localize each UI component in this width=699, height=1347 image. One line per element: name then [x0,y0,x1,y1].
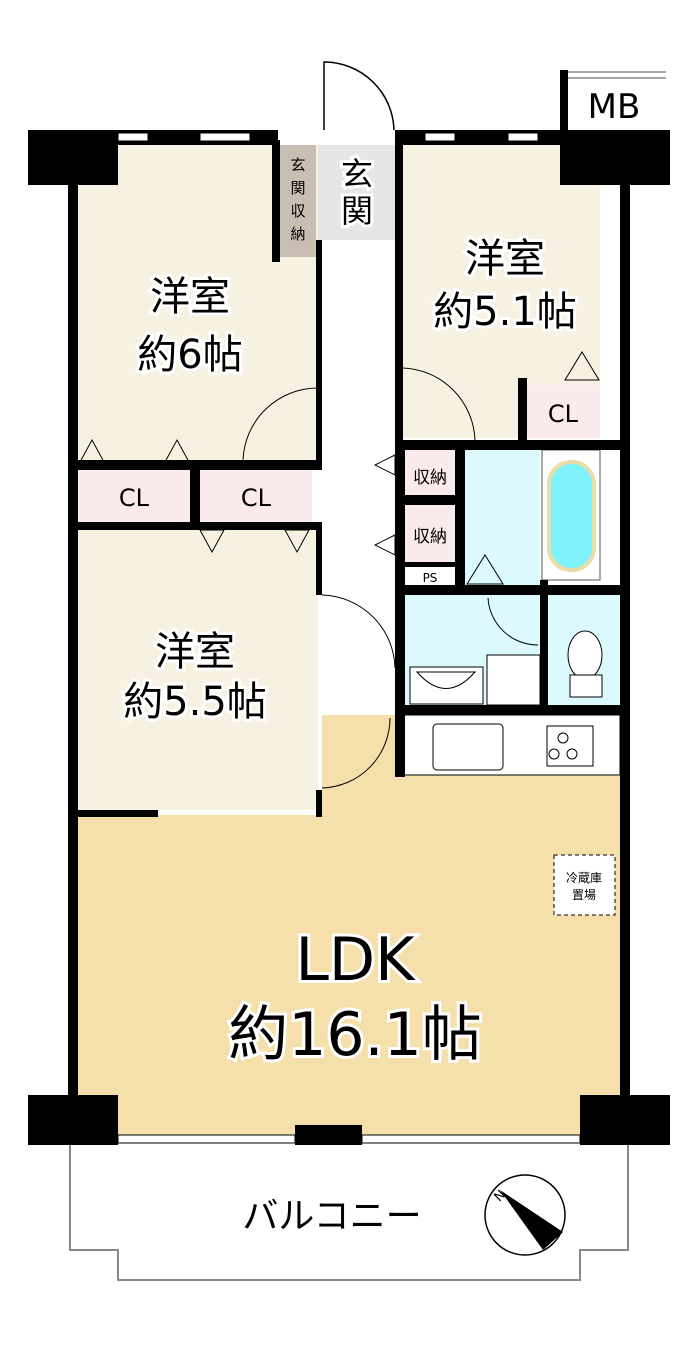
mb-label: MB [588,87,641,127]
ps-label: PS [423,571,438,585]
door-51[interactable] [402,367,476,441]
entrance-label-1: 玄 [341,155,373,193]
balcony-outline [69,1145,629,1281]
door-ldk[interactable] [321,717,391,789]
entrance-label-2: 関 [341,192,373,230]
window [117,132,149,142]
fridge-space [553,854,616,916]
closet-mid-floor [200,470,312,522]
toilet-tank [569,674,603,698]
entrance-storage-label: 玄 [290,156,305,174]
window [507,132,539,142]
storage-upper-label: 収納 [413,468,447,488]
ldk-floor [78,715,620,1135]
washing-machine-area [486,654,541,706]
sink-icon [432,723,504,771]
closet-left-label: CL [119,484,150,512]
window [117,1134,296,1144]
svg-text:収: 収 [290,202,305,220]
balcony-label: バルコニー [242,1196,421,1237]
door-55[interactable] [321,594,396,669]
bathroom-floor [465,450,540,588]
window [199,132,251,142]
window [424,132,456,142]
western-room-51-size: 約5.1帖 [433,289,577,335]
toilet-icon [567,630,603,680]
western-room-51-name: 洋室 [465,236,545,282]
western-room-6-size: 約6帖 [137,332,242,378]
closet-mid-label: CL [241,484,272,512]
svg-text:納: 納 [290,225,305,243]
front-door[interactable] [323,61,395,131]
compass-icon: N [484,1174,566,1256]
closet-right-floor [527,385,600,438]
western-room-55-size: 約5.5帖 [123,679,267,725]
closet-right-label: CL [548,400,579,428]
fridge-label-2: 置場 [572,888,596,902]
door-6[interactable] [242,387,319,461]
ldk-size: 約16.1帖 [228,1000,482,1070]
entrance-storage-floor [280,145,316,257]
stove-icon [546,725,594,767]
storage-floor [405,450,455,562]
bathtub [547,460,596,572]
door-wash[interactable] [487,597,539,646]
ldk-name: LDK [296,925,417,995]
svg-text:関: 関 [290,179,305,197]
western-room-55-floor [78,530,318,810]
window [361,1134,581,1144]
fridge-label-1: 冷蔵庫 [566,871,602,885]
entrance-floor [318,145,395,240]
western-room-6-name: 洋室 [150,274,230,320]
storage-lower-label: 収納 [413,527,447,547]
western-room-55-name: 洋室 [155,629,235,675]
walls [28,70,670,1145]
closet-left-floor [78,470,190,522]
